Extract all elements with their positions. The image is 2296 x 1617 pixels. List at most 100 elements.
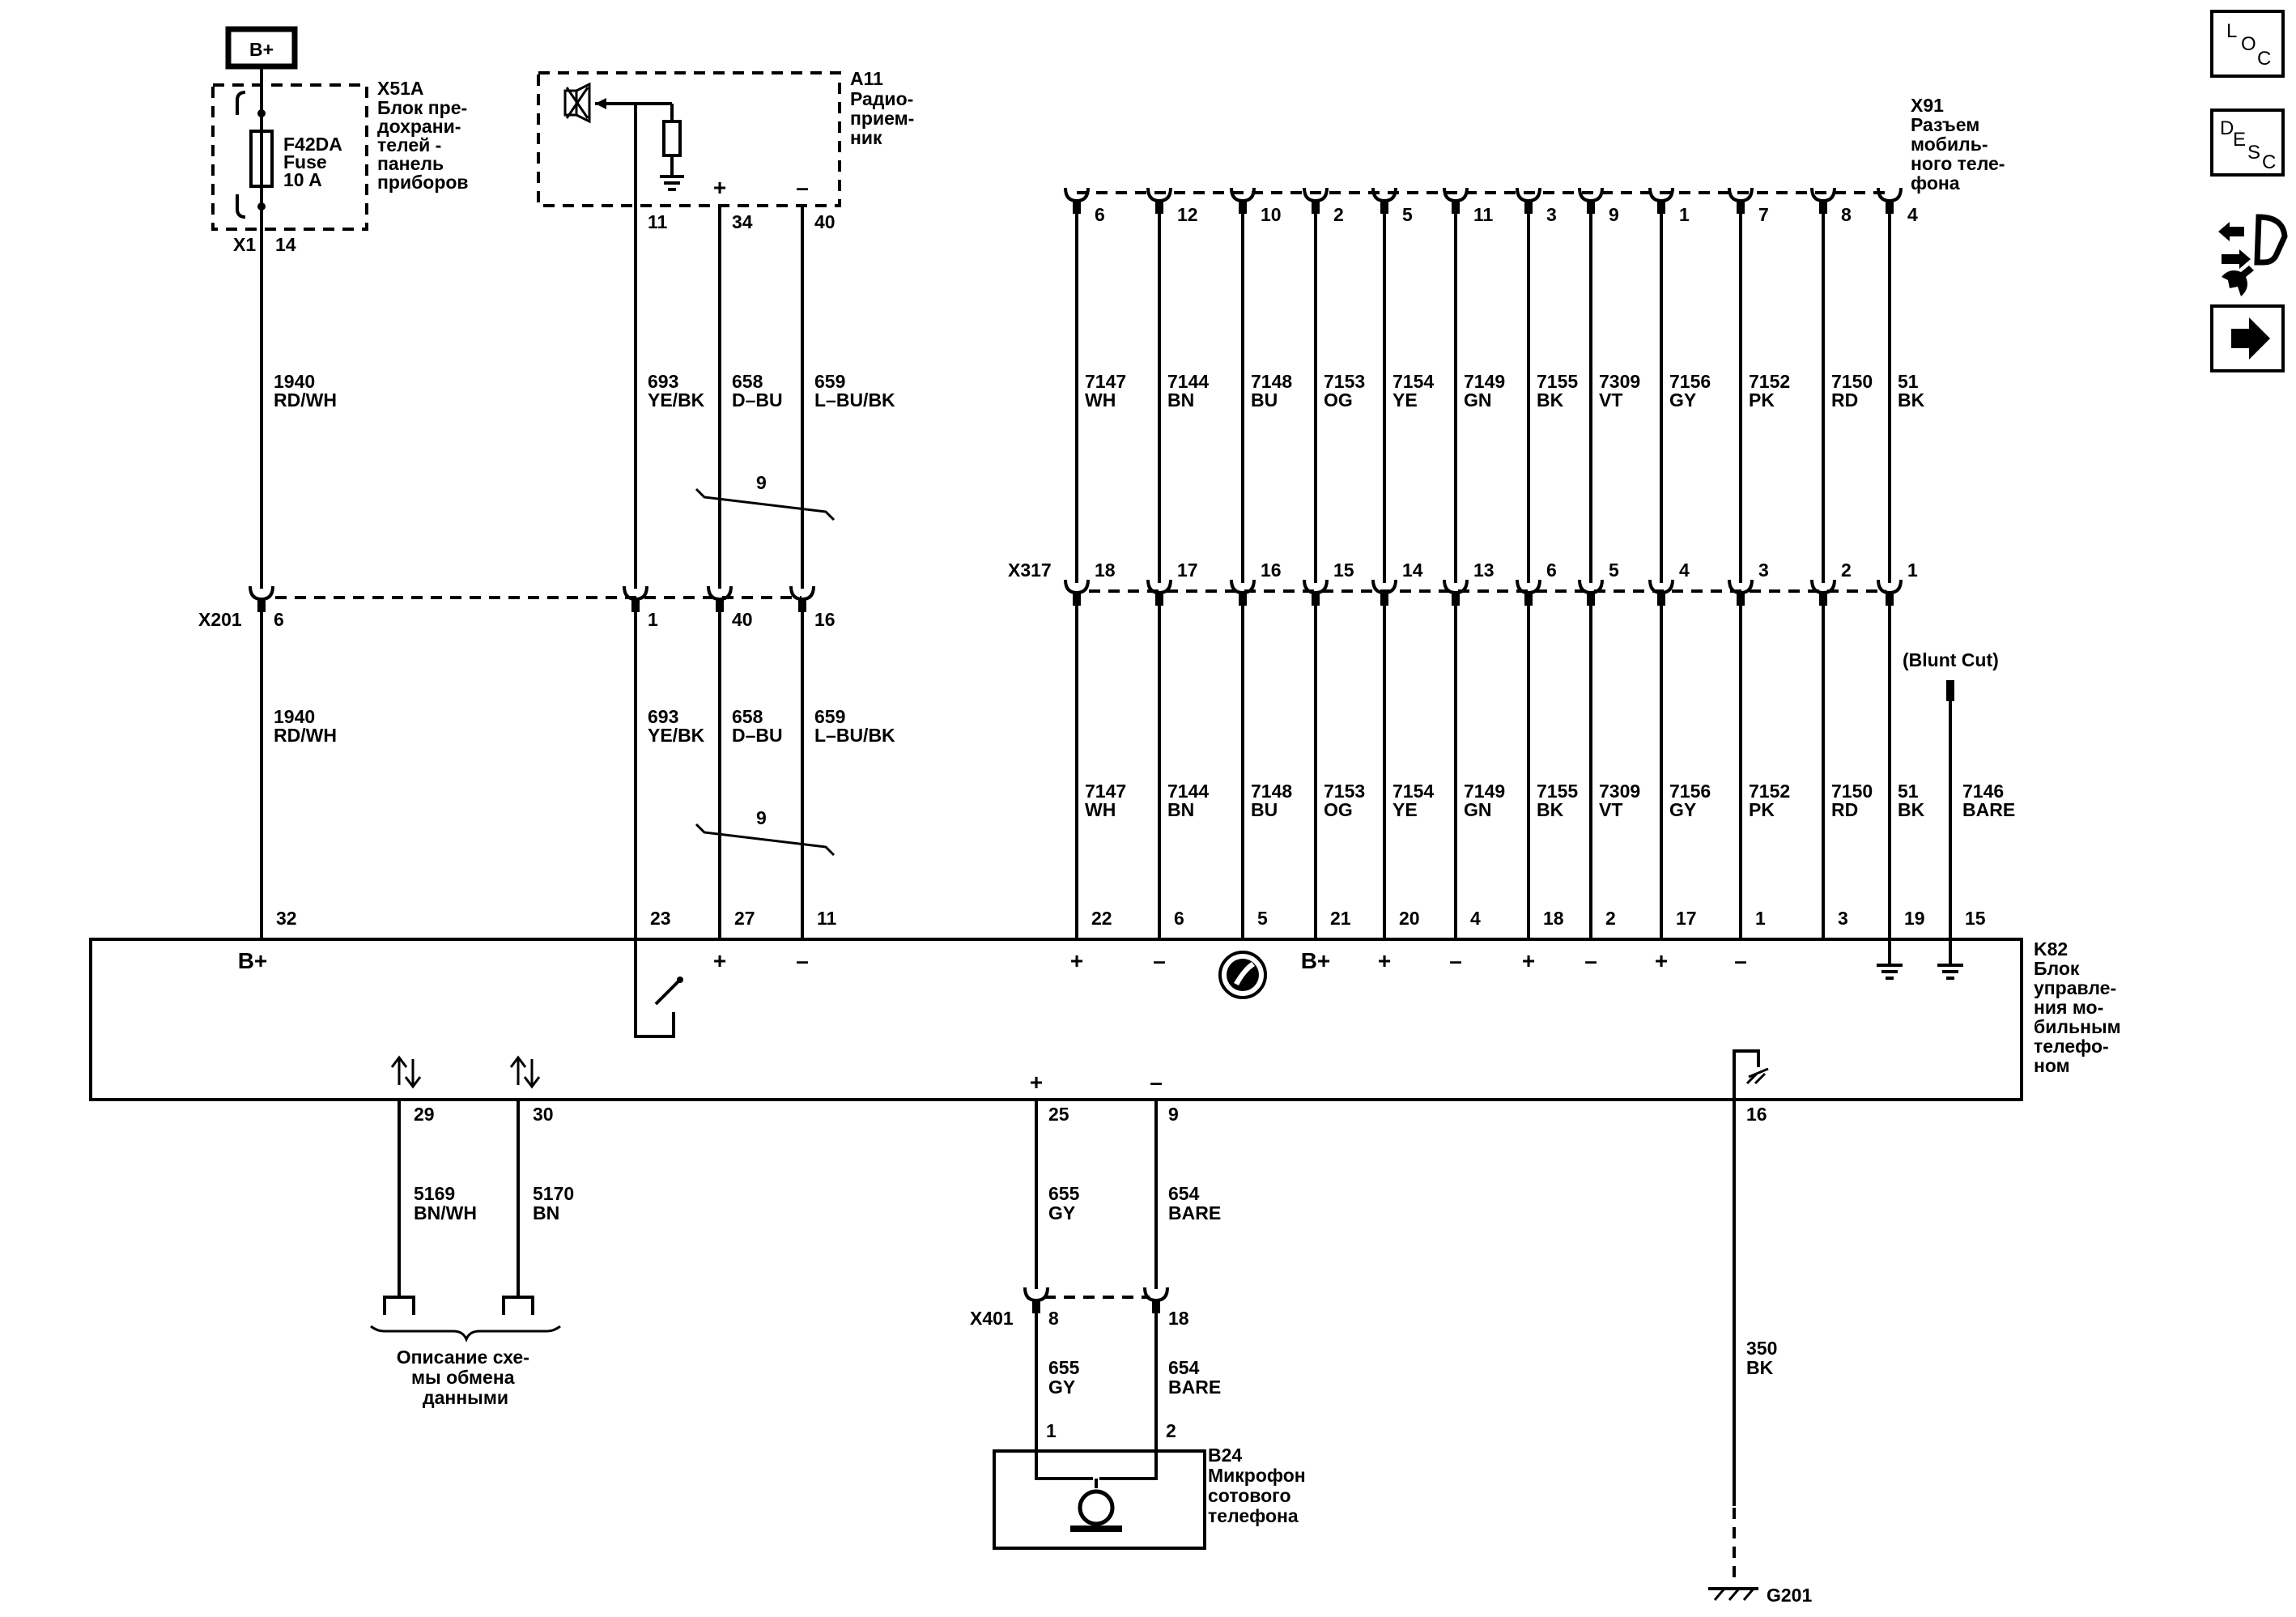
next-button[interactable] <box>2210 304 2285 372</box>
mic-minus-sign: – <box>1150 1070 1163 1095</box>
wire-number: 654 <box>1168 1183 1200 1204</box>
wire-color: GY <box>1048 1202 1075 1223</box>
wire-number: 7144 <box>1167 781 1209 802</box>
x317-pin: 6 <box>1546 560 1557 581</box>
wire-color: BARE <box>1962 799 2015 820</box>
x317-cavity <box>1146 579 1172 606</box>
chassis-ground-icon <box>660 175 684 191</box>
x91-ref: X91 <box>1911 95 1944 116</box>
x91-cavity <box>1443 187 1469 214</box>
wire-color: RD/WH <box>274 725 337 746</box>
svg-text:C: C <box>2257 48 2271 70</box>
k82-polarity-sign: – <box>1449 948 1462 973</box>
wire-number: 7150 <box>1831 371 1873 392</box>
radio-plus-sign: + <box>713 175 726 200</box>
wire-color: WH <box>1085 799 1116 820</box>
x317-pin: 14 <box>1402 560 1423 581</box>
loc-button[interactable]: L O C <box>2210 10 2285 78</box>
data-bus-caption: Описание схе- мы обмена данными <box>370 1325 561 1408</box>
x201-ref: X201 <box>198 609 242 630</box>
wire-color: YE/BK <box>648 389 705 411</box>
wire-color: BN <box>533 1202 559 1223</box>
x201-cavity <box>789 585 815 612</box>
phone-connector-x91: X91 Разъем мобиль- ного теле- фона 6 12 10… <box>1064 95 2010 225</box>
x317-cavity <box>1064 579 1090 606</box>
x91-cavity <box>1810 187 1836 214</box>
wire-number: 7309 <box>1599 371 1640 392</box>
wire-number: 7154 <box>1392 781 1434 802</box>
wire-number: 7155 <box>1537 371 1578 392</box>
x91-pin: 7 <box>1758 204 1769 225</box>
x91-cavity <box>1877 187 1903 214</box>
k82-polarity-sign: + <box>713 948 726 973</box>
ground-wire: 16 350 BK G201 <box>1708 1100 1812 1606</box>
radio-pin: 34 <box>732 211 753 232</box>
k82-pin: 2 <box>1605 908 1616 929</box>
wire-number: 7146 <box>1962 781 2004 802</box>
k82-polarity-sign: – <box>1584 948 1597 973</box>
wire-number: 658 <box>732 371 763 392</box>
x317-cavity <box>1516 579 1541 606</box>
x91-cavity <box>1578 187 1604 214</box>
k82-pin: 3 <box>1838 908 1848 929</box>
ground-icon <box>1708 1587 1758 1601</box>
k82-pin: 17 <box>1676 908 1697 929</box>
data-bus-terminal <box>383 1296 415 1315</box>
k82-polarity-sign: + <box>1070 948 1083 973</box>
k82-polarity-sign: B+ <box>1301 948 1331 973</box>
connector-wrench-button[interactable] <box>2218 214 2288 296</box>
fuse-block-ref: X51A <box>377 78 424 99</box>
desc-button[interactable]: D E S C <box>2210 109 2285 177</box>
wire-color: L–BU/BK <box>814 725 895 746</box>
x317-pin: 17 <box>1177 560 1198 581</box>
b24-pin: 2 <box>1166 1420 1176 1441</box>
wire-number: 693 <box>648 371 678 392</box>
x317-pin: 18 <box>1095 560 1116 581</box>
wire-number: 7156 <box>1669 371 1711 392</box>
wire-number: 5170 <box>533 1183 574 1204</box>
svg-text:D: D <box>2220 117 2234 139</box>
x91-cavity <box>1230 187 1256 214</box>
blunt-cut: (Blunt Cut) <box>1903 649 1999 939</box>
ground-icon <box>1877 939 1903 980</box>
connector-wrench-icon <box>2218 214 2288 296</box>
wire-number: 7147 <box>1085 371 1126 392</box>
x317-cavity <box>1443 579 1469 606</box>
twist-count: 9 <box>756 807 767 828</box>
wire-number: 7148 <box>1251 781 1292 802</box>
desc-icon: D E S C <box>2220 117 2276 173</box>
x91-name: Разъем мобиль- ного теле- фона <box>1911 114 2010 194</box>
x91-pin: 12 <box>1177 204 1198 225</box>
x91-pin: 5 <box>1402 204 1413 225</box>
k82-polarity-sign: + <box>1378 948 1391 973</box>
wire-number: 659 <box>814 371 845 392</box>
wire-color: BK <box>1537 389 1564 411</box>
k82-pin: 19 <box>1904 908 1925 929</box>
b24-ref: B24 <box>1208 1445 1242 1466</box>
wire-color: OG <box>1324 389 1353 411</box>
k82-pin: 16 <box>1746 1104 1767 1125</box>
wire-number: 5169 <box>414 1183 455 1204</box>
wire-number: 659 <box>814 706 845 727</box>
wire-color: BK <box>1898 389 1925 411</box>
k82-pin: 6 <box>1174 908 1184 929</box>
wire-number: 7153 <box>1324 371 1365 392</box>
k82-pin: 15 <box>1965 908 1986 929</box>
wire-color: GY <box>1048 1377 1075 1398</box>
x91-pin: 6 <box>1095 204 1105 225</box>
x317-cavity <box>1648 579 1674 606</box>
k82-pin: 32 <box>276 908 297 929</box>
data-bus-caption-text: Описание схе- мы обмена данными <box>397 1347 535 1408</box>
blunt-cut-label: (Blunt Cut) <box>1903 649 1999 670</box>
fuse-connector-ref: X1 <box>233 234 256 255</box>
data-bus-terminal <box>502 1296 534 1315</box>
wire-color: VT <box>1599 799 1622 820</box>
wire-color: YE <box>1392 799 1418 820</box>
x91-pin: 9 <box>1609 204 1619 225</box>
x317-cavity <box>1728 579 1754 606</box>
fuse-block: X51A Блок пре- дохрани- телей - панель п… <box>211 78 469 255</box>
radio-ref: A11 <box>850 68 883 89</box>
x91-pin: 11 <box>1473 204 1494 225</box>
x91-pin: 10 <box>1261 204 1282 225</box>
left-wire-group: 61940RD/WH1940RD/WH1693YE/BK693YE/BK4065… <box>249 206 895 939</box>
